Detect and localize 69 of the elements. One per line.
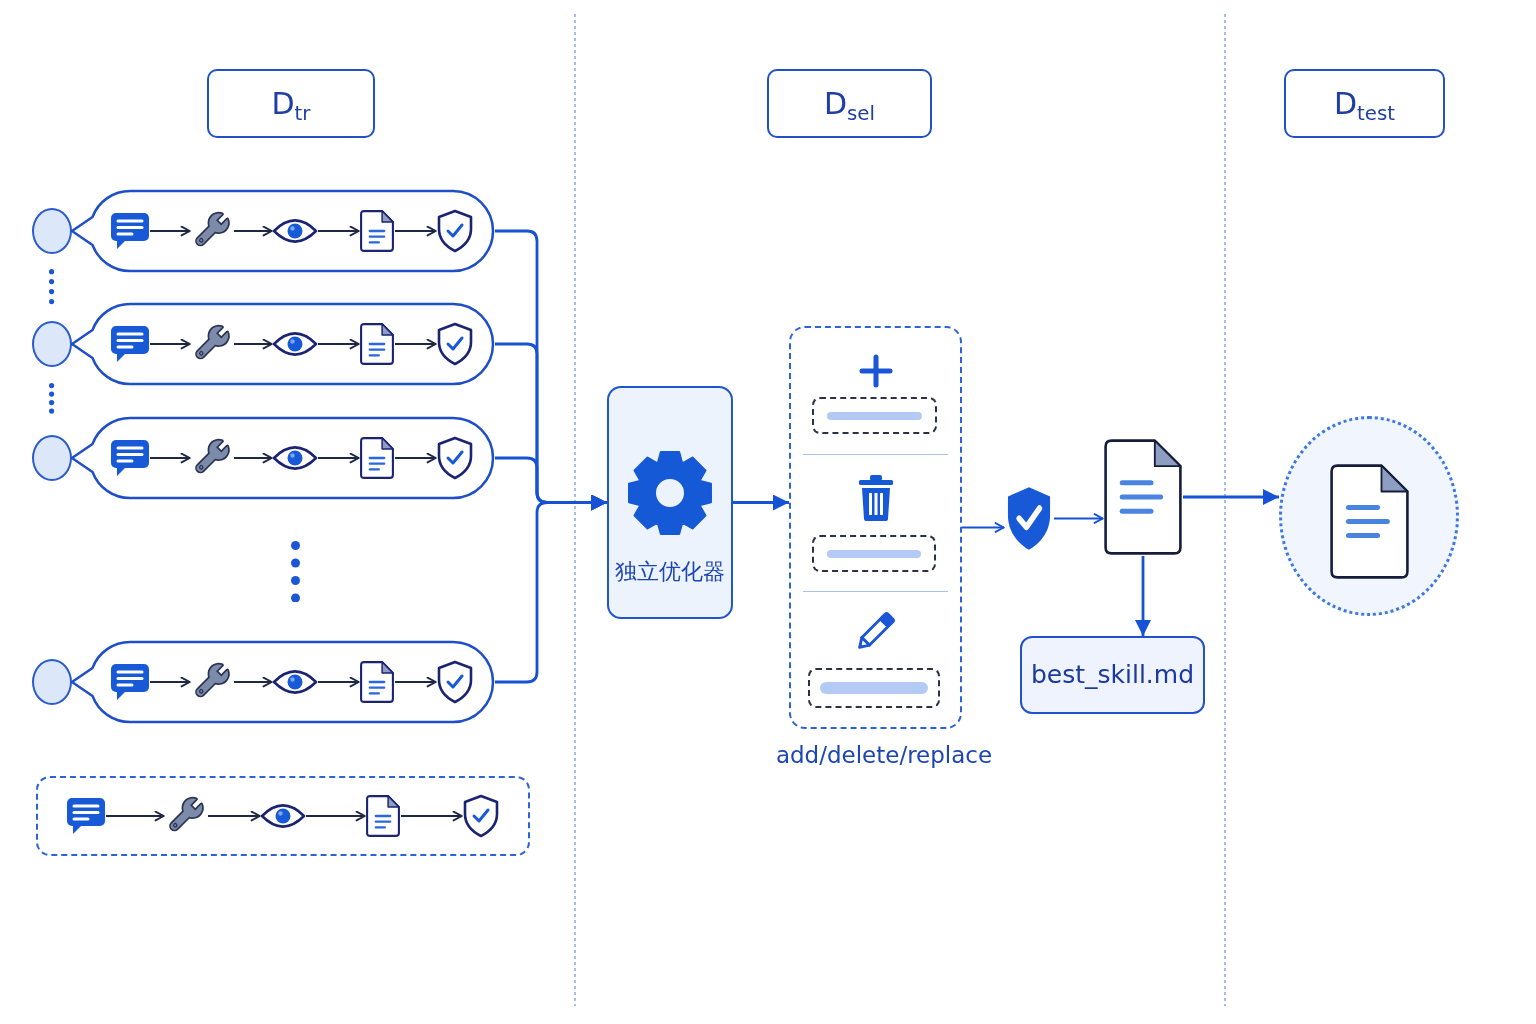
speech-bubble	[68, 189, 495, 273]
chat-icon	[110, 212, 150, 250]
chat-icon	[66, 797, 106, 835]
eye-icon	[260, 801, 306, 831]
arrow	[394, 452, 437, 464]
arrow	[233, 452, 273, 464]
shield-icon	[436, 436, 474, 480]
arrow	[317, 676, 360, 688]
speech-bubble	[68, 416, 495, 500]
document-icon	[359, 209, 395, 253]
avatar-circle	[32, 435, 72, 481]
arrow	[149, 225, 191, 237]
avatar-circle	[32, 321, 72, 367]
shield-icon	[436, 322, 474, 366]
optimizer-box	[607, 386, 733, 619]
arrow	[1053, 513, 1104, 524]
arrow	[305, 810, 366, 822]
dashed-frame	[36, 776, 530, 856]
arrow	[149, 676, 191, 688]
document-icon	[365, 794, 401, 838]
document-icon	[1103, 438, 1183, 556]
arrow	[394, 676, 437, 688]
file-name: best_skill.md	[1030, 660, 1195, 690]
edit-panel	[789, 326, 962, 729]
file-box	[1020, 636, 1205, 714]
avatar-circle	[32, 208, 72, 254]
arrow	[207, 810, 261, 822]
header-box	[207, 69, 375, 138]
arrow	[149, 452, 191, 464]
arrow	[733, 494, 789, 511]
document-icon	[1329, 463, 1410, 580]
arrow	[105, 810, 165, 822]
arrow	[317, 338, 360, 350]
eye-icon	[272, 443, 318, 473]
arrow	[961, 522, 1005, 533]
arrow	[394, 338, 437, 350]
header-label: D$_{test}$	[1333, 85, 1396, 122]
header-box	[1284, 69, 1445, 138]
arrow	[1183, 489, 1279, 505]
shield-icon	[436, 660, 474, 704]
arrow	[400, 810, 463, 822]
eye-icon	[272, 329, 318, 359]
chat-icon	[110, 663, 150, 701]
arrow	[233, 676, 273, 688]
arrow	[233, 338, 273, 350]
avatar-circle	[32, 659, 72, 705]
arrow	[394, 225, 437, 237]
speech-bubble	[68, 302, 495, 386]
eye-icon	[272, 216, 318, 246]
arrow	[495, 494, 607, 684]
document-icon	[359, 436, 395, 480]
arrow	[317, 452, 360, 464]
document-icon	[359, 322, 395, 366]
optimizer-label: 独立优化器	[615, 558, 725, 585]
eye-icon	[272, 667, 318, 697]
arrow	[233, 225, 273, 237]
header-label: D$_{sel}$	[823, 85, 876, 122]
speech-bubble	[68, 640, 495, 724]
chat-icon	[110, 325, 150, 363]
chat-icon	[110, 439, 150, 477]
shield-icon	[462, 794, 500, 838]
arrow	[149, 338, 191, 350]
arrow	[1135, 556, 1151, 636]
document-icon	[359, 660, 395, 704]
shield-icon	[436, 209, 474, 253]
arrow	[317, 225, 360, 237]
header-label: D$_{tr}$	[271, 85, 311, 122]
header-box	[767, 69, 932, 138]
caption-text: add/delete/replace	[775, 742, 993, 770]
